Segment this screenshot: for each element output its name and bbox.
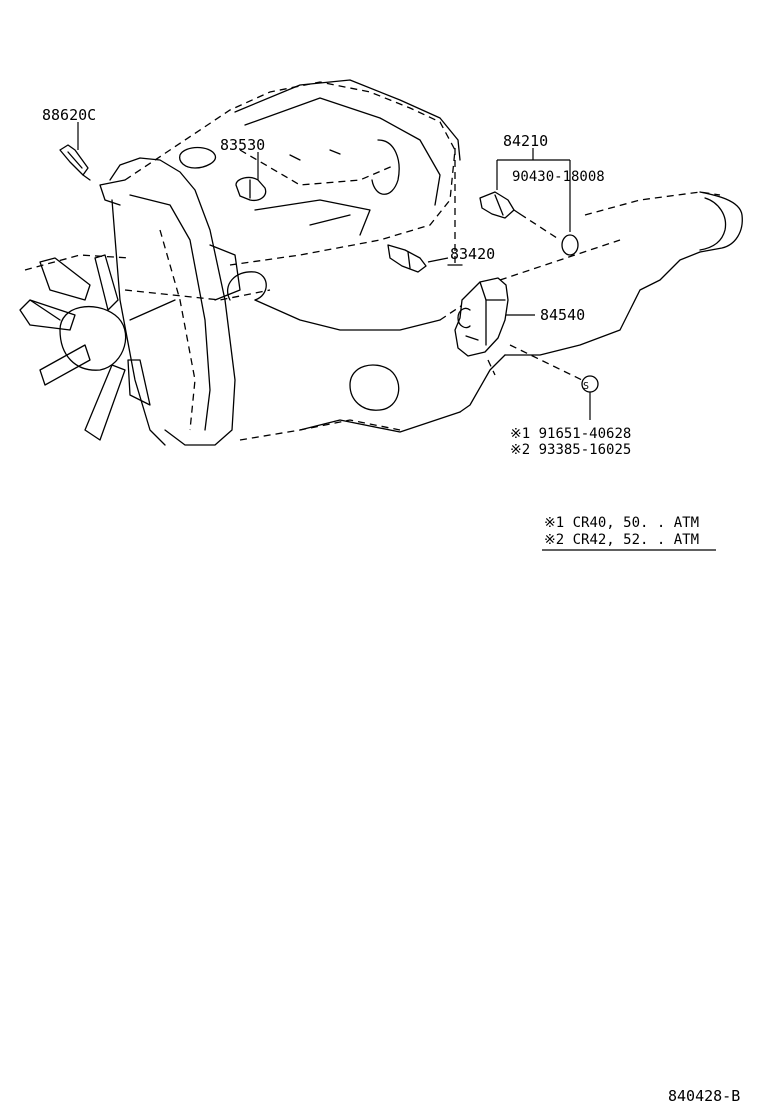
- leader-83420: [427, 257, 449, 263]
- sensor-83420-illustration: [387, 244, 427, 273]
- switch-84210-illustration: [479, 191, 579, 256]
- label-83420: 83420: [450, 245, 495, 263]
- engine-assembly-illustration: [19, 79, 743, 446]
- install-line-84210: [519, 213, 561, 241]
- label-84540: 84540: [540, 306, 585, 324]
- bracket-84210: [496, 148, 571, 232]
- figure-id: 840428-B: [668, 1087, 740, 1105]
- label-90430-18008: 90430-18008: [512, 169, 605, 185]
- label-83530: 83530: [220, 136, 265, 154]
- label-88620c: 88620C: [42, 106, 96, 124]
- legend-note-1: ※1 CR40, 50. . ATM: [544, 515, 699, 531]
- legend-note-2: ※2 CR42, 52. . ATM: [544, 532, 699, 548]
- gasket-ring: [561, 234, 579, 256]
- sensor-88620c-illustration: [59, 144, 91, 181]
- label-84210: 84210: [503, 132, 548, 150]
- install-line-84540: [509, 344, 583, 381]
- switch-84540-illustration: [454, 277, 509, 357]
- label-variant-1-part: ※1 91651-40628: [510, 426, 631, 442]
- switch-83530-illustration: [235, 176, 267, 202]
- label-variant-2-part: ※2 93385-16025: [510, 442, 631, 458]
- s-marker-letter: S: [583, 381, 589, 392]
